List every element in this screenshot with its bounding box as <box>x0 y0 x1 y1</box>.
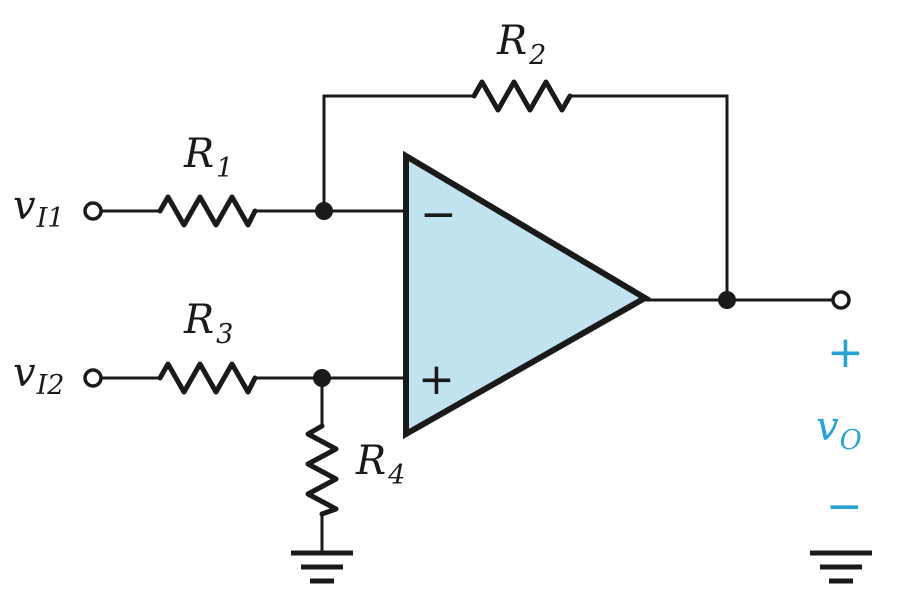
resistor-r2 <box>471 79 573 113</box>
wire-feedback-right <box>568 94 729 302</box>
label-r2: R2 <box>496 18 546 71</box>
resistor-r1 <box>157 194 258 228</box>
ground-symbol-output <box>810 550 872 584</box>
junction-dot-inverting <box>315 202 333 220</box>
inverting-sign: − <box>420 189 457 240</box>
label-vi2: vI2 <box>13 350 64 401</box>
op-amp-triangle <box>403 150 651 440</box>
terminal-vo <box>831 290 851 310</box>
terminal-vi1 <box>83 201 103 221</box>
label-vi1: vI1 <box>13 183 64 234</box>
resistor-r3 <box>157 361 258 395</box>
label-r3: R3 <box>183 297 233 350</box>
resistor-r4 <box>305 423 339 517</box>
wire-feedback-left <box>322 94 476 213</box>
junction-dot-noninverting <box>313 369 331 387</box>
ground-symbol-r4 <box>291 550 353 584</box>
output-minus-sign: − <box>826 481 863 532</box>
junction-dot-output <box>718 291 736 309</box>
output-plus-sign: + <box>827 327 864 378</box>
label-vo: vO <box>816 404 862 456</box>
label-r4: R4 <box>355 438 405 491</box>
terminal-vi2 <box>83 368 103 388</box>
label-r1: R1 <box>183 131 233 184</box>
noninverting-sign: + <box>418 354 455 405</box>
